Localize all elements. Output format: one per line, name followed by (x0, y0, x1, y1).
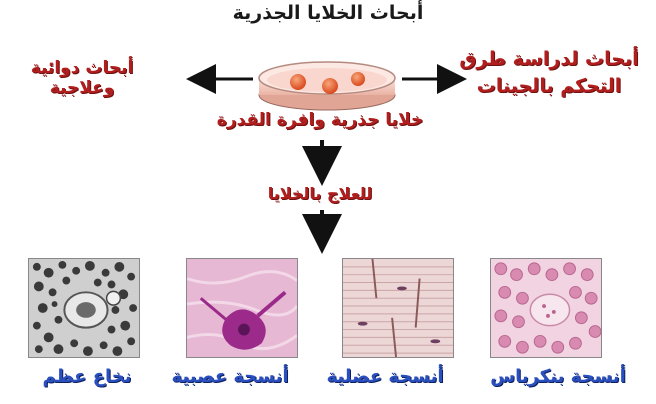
pluripotent-stem-cells-label: خلايا جذرية وافرة القدرة (180, 110, 460, 130)
muscle-tissue-image (342, 258, 454, 358)
nerve-tissue-label: أنسجة عصبية (160, 366, 300, 387)
petri-dish-icon (259, 62, 395, 110)
stem-cell-3 (351, 72, 365, 86)
bone-marrow-image (28, 258, 140, 358)
nerve-tissue-image (186, 258, 298, 358)
pancreas-tissue-image (490, 258, 602, 358)
cell-therapy-label: للعلاج بالخلايا (200, 184, 440, 203)
pancreas-tissue-label: أنسجة بنكرياس (464, 366, 652, 387)
stem-cell-1 (290, 74, 306, 90)
stem-cell-2 (322, 78, 338, 94)
bone-marrow-label: نخاع عظم (28, 366, 146, 387)
muscle-tissue-label: أنسجة عضلية (310, 366, 460, 387)
